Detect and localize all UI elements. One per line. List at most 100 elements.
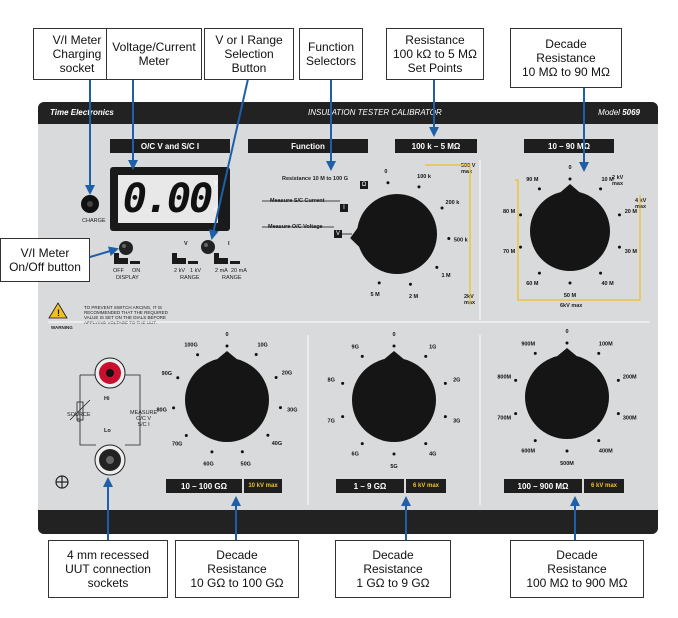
dial-1g-9g-label: 4G [429, 451, 436, 457]
dial-1g-9g-tick [392, 452, 396, 456]
callout-function-selectors: Function Selectors [299, 28, 363, 80]
dial-100k-5m-tick [440, 206, 444, 210]
dial-10m-90m-tick [537, 271, 541, 275]
range-v-opt1: 2 kV [174, 268, 186, 274]
header-100k-5m: 100 k – 5 MΩ [395, 139, 477, 153]
dial-100m-900m-label: 300M [623, 415, 637, 421]
dial-10m-90m-label: 0 [568, 165, 571, 171]
lcd-unit-v: V [214, 181, 219, 187]
dial-10m-90m-tick [568, 177, 572, 181]
dial-10g-100g-label: 70G [172, 441, 182, 447]
lcd-display: 0.00 V k [110, 167, 230, 231]
dial-100m-900m-tick [616, 412, 620, 416]
dial-1g-9g-pointer [380, 351, 408, 363]
dial-100m-900m-label: 700M [497, 415, 511, 421]
dial-10m-90m-knob[interactable] [530, 191, 610, 271]
dial-100m-900m-label: 200M [623, 375, 637, 381]
dial-10g-100g-label: 80G [157, 408, 167, 414]
dial-1g-9g-label: 5G [390, 464, 397, 470]
dial-10g-100g-label: 10G [257, 342, 267, 348]
dial-100m-900m-label: 900M [521, 342, 535, 348]
dial-100m-900m-label: 100M [599, 342, 613, 348]
max-500v-label: 500 V max [461, 163, 476, 175]
dial-10g-100g-label: 90G [162, 371, 172, 377]
max-bracket-10m [515, 179, 641, 301]
dial-1g-9g-tick [424, 354, 428, 358]
dial-1g-9g-tick [392, 344, 396, 348]
dial-10m-90m-label: 90 M [526, 177, 539, 183]
dial-10m-90m-tick [617, 245, 621, 249]
dial-10m-90m-label: 40 M [602, 281, 615, 287]
dial-1g-9g-label: 0 [392, 332, 395, 338]
dial-1g-9g-label: 1G [429, 345, 436, 351]
max-2kv-b-label: 2 kV max [612, 175, 624, 187]
function-current-key[interactable]: I [340, 204, 348, 212]
dial-100k-5m-pointer [350, 224, 363, 251]
function-resistance-key[interactable]: Ω [360, 181, 368, 189]
dial-1g-9g-knob[interactable] [352, 358, 436, 442]
dial-10g-100g-tick [278, 406, 282, 410]
dial-1g-9g-label: 8G [328, 378, 335, 384]
dial-100m-900m-tick [616, 378, 620, 382]
callout-decade-100m: Decade Resistance 100 MΩ to 900 MΩ [510, 540, 644, 598]
display-label: DISPLAY [116, 275, 139, 281]
kv-1g-label: 6 kV max [406, 479, 446, 493]
dial-100m-900m-label: 600M [521, 448, 535, 454]
dial-100m-900m-knob[interactable] [525, 355, 609, 439]
range-100m-label: 100 – 900 MΩ [504, 479, 582, 493]
max-6kv-label: 6kV max [560, 303, 583, 309]
max-bracket-100k [425, 164, 471, 305]
dial-100k-5m-tick [447, 237, 451, 241]
brand-label: Time Electronics [50, 108, 114, 117]
dial-1g-9g-tick [360, 442, 364, 446]
header-10m-90m: 10 – 90 MΩ [524, 139, 614, 153]
dial-10m-90m-label: 60 M [526, 281, 539, 287]
callout-onoff-button: V/I Meter On/Off button [0, 238, 90, 282]
dial-10g-100g-label: 50G [241, 461, 251, 467]
range-selection-button[interactable] [201, 240, 215, 254]
dial-1g-9g-label: 2G [453, 378, 460, 384]
panel-top-bar: Time Electronics INSULATION TESTER CALIB… [38, 102, 658, 124]
dial-10g-100g-tick [274, 376, 278, 380]
dial-100k-5m-label: 5 M [371, 292, 381, 298]
dial-1g-9g-tick [424, 442, 428, 446]
header-function: Function [248, 139, 368, 153]
dial-10g-100g-label: 20G [282, 371, 292, 377]
dial-10m-90m-tick [599, 187, 603, 191]
dial-100m-900m-label: 800M [497, 375, 511, 381]
range-i-opt2: 20 mA [231, 268, 247, 274]
hi-label: Hi [104, 396, 110, 402]
dial-1g-9g-label: 6G [352, 451, 359, 457]
charging-socket[interactable] [81, 195, 99, 213]
lcd-value: 0.00 [122, 176, 213, 222]
dial-10g-100g-tick [266, 433, 270, 437]
dial-10m-90m[interactable]: 010 M20 M30 M40 M50 M60 M70 M80 M90 M [503, 165, 637, 299]
function-voltage-key[interactable]: V [334, 230, 342, 238]
hi-socket[interactable] [94, 357, 126, 389]
range-v-label: V [184, 241, 188, 247]
dial-100k-5m-tick [435, 265, 439, 269]
dial-1g-9g-tick [341, 381, 345, 385]
dial-10m-90m-label: 80 M [503, 209, 516, 215]
dial-10g-100g-tick [184, 433, 188, 437]
dial-10g-100g-tick [196, 353, 200, 357]
source-label: SOURCE Ω [67, 412, 91, 424]
onoff-button[interactable] [119, 241, 133, 255]
range-v-opt2: 1 kV [190, 268, 202, 274]
callout-decade-1g: Decade Resistance 1 GΩ to 9 GΩ [335, 540, 451, 598]
dial-100k-5m-label: 0 [384, 169, 387, 175]
dial-100k-5m-label: 100 k [417, 174, 432, 180]
dial-10m-90m-pointer [556, 184, 584, 196]
display-on-label: ON [132, 268, 141, 274]
measure-label: MEASURE O/C V S/C I [130, 410, 158, 428]
lo-socket[interactable] [94, 444, 126, 476]
dial-100k-5m-knob[interactable] [357, 194, 437, 274]
dial-10g-100g-knob[interactable] [185, 358, 269, 442]
dial-10g-100g-label: 0 [225, 332, 228, 338]
